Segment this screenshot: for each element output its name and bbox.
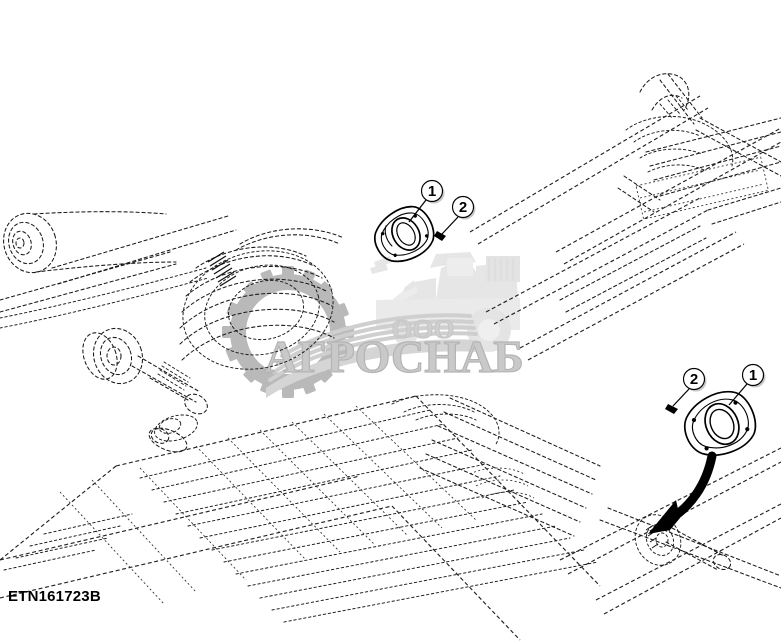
rotor-drum-center-left [179, 228, 345, 370]
callout-label: 2 [690, 371, 698, 388]
callout-bottom-item-1[interactable]: 1 [728, 363, 766, 406]
belt-drive-pulleys-left [0, 211, 237, 453]
mounting-bolt-lower [665, 404, 678, 414]
sieve-chaffer-panel-bottom [0, 394, 601, 641]
watermark-agrosnab: ООО АГРОСНАБ [222, 252, 524, 398]
drive-shaft-lower-right [559, 447, 781, 615]
field-band [266, 339, 478, 398]
watermark-company-name: АГРОСНАБ [264, 331, 523, 382]
shaft-hub-mount [634, 514, 682, 566]
callout-label: 1 [749, 367, 757, 384]
flange-bearing-upper [374, 205, 435, 263]
flange-bearing-lower [683, 390, 757, 456]
callout-label: 2 [459, 199, 467, 216]
callout-label: 1 [428, 183, 436, 200]
watermark-company-form: ООО [391, 314, 454, 344]
callout-top-item-1[interactable]: 1 [408, 179, 445, 223]
callout-bottom-item-2[interactable]: 2 [672, 367, 707, 407]
combine-harvester-icon [370, 252, 520, 352]
field-rows-icon [268, 313, 478, 382]
mid-right-rails [485, 197, 745, 361]
callout-top-item-2[interactable]: 2 [441, 195, 476, 235]
installation-direction-arrow [648, 451, 717, 534]
hatched-block [207, 251, 237, 287]
part-number-caption: ETN161723B [8, 588, 101, 605]
frame-rails-upper-right [469, 73, 781, 265]
mounting-bolt-upper [434, 231, 446, 241]
